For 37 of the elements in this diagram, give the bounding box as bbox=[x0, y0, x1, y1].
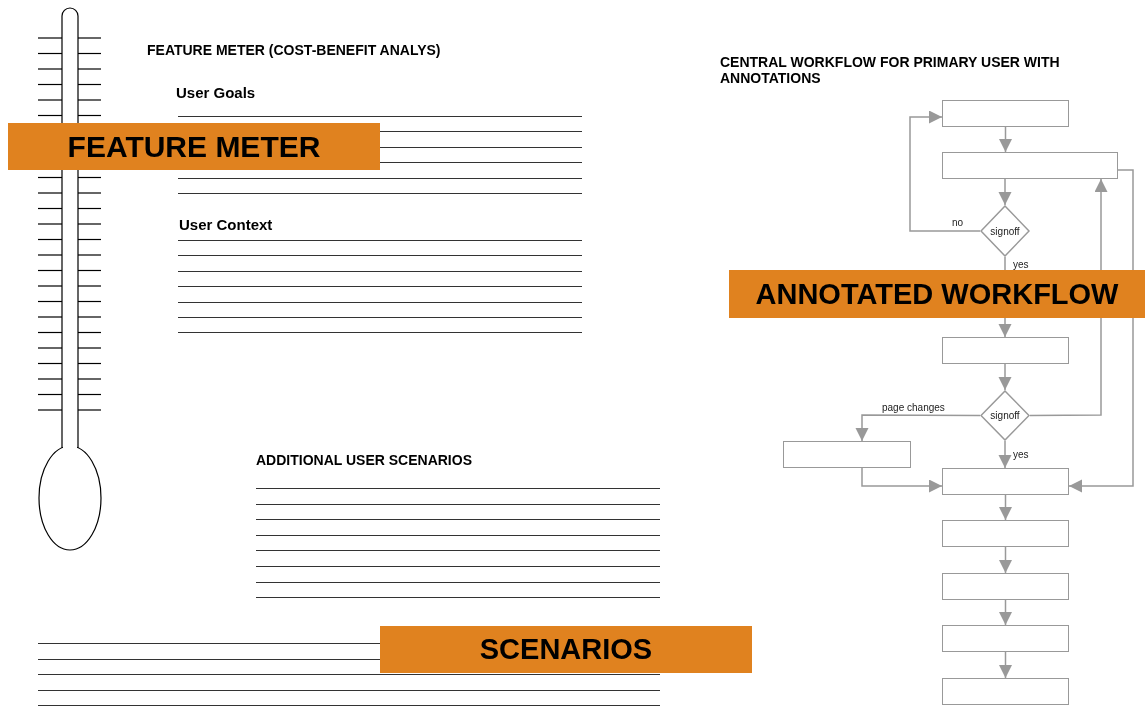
arrow bbox=[998, 256, 1012, 338]
process-box bbox=[783, 441, 911, 468]
section-heading: User Goals bbox=[176, 84, 257, 101]
edge-label: yes bbox=[1012, 449, 1030, 460]
process-box bbox=[942, 520, 1069, 547]
arrow bbox=[999, 126, 1012, 153]
arrow bbox=[1068, 169, 1134, 493]
section-heading: CENTRAL WORKFLOW FOR PRIMARY USER WITH ANNOTATIONS bbox=[720, 54, 1061, 86]
process-box bbox=[942, 625, 1069, 652]
arrow bbox=[855, 414, 981, 442]
arrow bbox=[1029, 178, 1108, 417]
edge-label: yes bbox=[1012, 259, 1030, 270]
banner: FEATURE METER bbox=[8, 123, 380, 170]
process-box bbox=[942, 100, 1069, 127]
section-heading: ADDITIONAL USER SCENARIOS bbox=[256, 452, 473, 468]
section-heading: User Context bbox=[179, 216, 274, 233]
arrow bbox=[998, 440, 1012, 469]
banner: ANNOTATED WORKFLOW bbox=[729, 270, 1145, 318]
process-box bbox=[942, 468, 1069, 495]
section-heading: FEATURE METER (COST-BENEFIT ANALYS) bbox=[147, 42, 442, 58]
arrow bbox=[999, 599, 1012, 626]
arrow bbox=[999, 651, 1012, 679]
arrow bbox=[999, 546, 1012, 574]
edge-label: no bbox=[951, 217, 965, 228]
arrow bbox=[998, 178, 1012, 206]
arrow bbox=[999, 494, 1012, 521]
arrow bbox=[909, 110, 981, 232]
process-box bbox=[942, 152, 1118, 179]
edge-label: page changes bbox=[881, 402, 946, 413]
banner: SCENARIOS bbox=[380, 626, 752, 673]
decision-diamond: signoff bbox=[980, 205, 1030, 257]
decision-diamond: signoff bbox=[980, 390, 1030, 441]
process-box bbox=[942, 337, 1069, 364]
arrow bbox=[998, 363, 1012, 391]
process-box bbox=[942, 573, 1069, 600]
arrow bbox=[861, 467, 943, 493]
process-box bbox=[942, 678, 1069, 705]
